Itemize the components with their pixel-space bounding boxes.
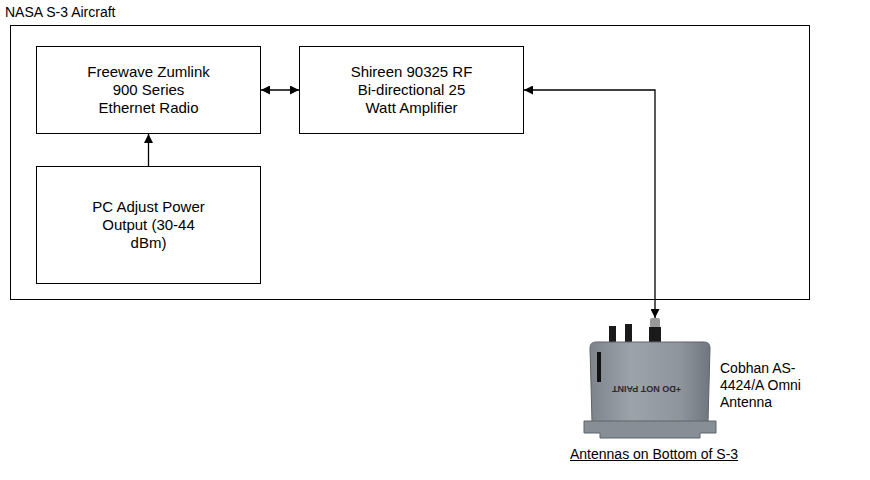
- antenna-post: [625, 324, 632, 343]
- antenna-body: [590, 342, 710, 422]
- signal-connector: [524, 90, 655, 318]
- antenna-post: [649, 327, 661, 343]
- antenna-post: [650, 318, 660, 328]
- signal-connector: [261, 89, 299, 90]
- antenna-node: Cobhan AS-4424/A Omni AntennaAntennas on…: [565, 318, 855, 470]
- radio-box: Freewave Zumlink 900 Series Ethernet Rad…: [36, 46, 261, 134]
- box-label: Shireen 90325 RF Bi-directional 25 Watt …: [348, 63, 476, 117]
- antenna-caption: Antennas on Bottom of S-3: [570, 446, 738, 463]
- antenna-element: [597, 352, 601, 382]
- enclosure-title: NASA S-3 Aircraft: [5, 4, 115, 21]
- antenna-label: Cobhan AS-4424/A Omni Antenna: [720, 360, 815, 410]
- box-label: Freewave Zumlink 900 Series Ethernet Rad…: [85, 63, 213, 117]
- aircraft-enclosure: NASA S-3 AircraftFreewave Zumlink 900 Se…: [10, 25, 810, 300]
- box-label: PC Adjust Power Output (30-44 dBm): [85, 198, 213, 252]
- antenna-flange: [584, 421, 716, 438]
- antenna-post: [609, 326, 616, 343]
- pc-box: PC Adjust Power Output (30-44 dBm): [36, 166, 261, 284]
- antenna-marking: +DO NOT PAINT: [612, 384, 681, 394]
- signal-connector: [148, 134, 149, 166]
- amplifier-box: Shireen 90325 RF Bi-directional 25 Watt …: [299, 46, 524, 134]
